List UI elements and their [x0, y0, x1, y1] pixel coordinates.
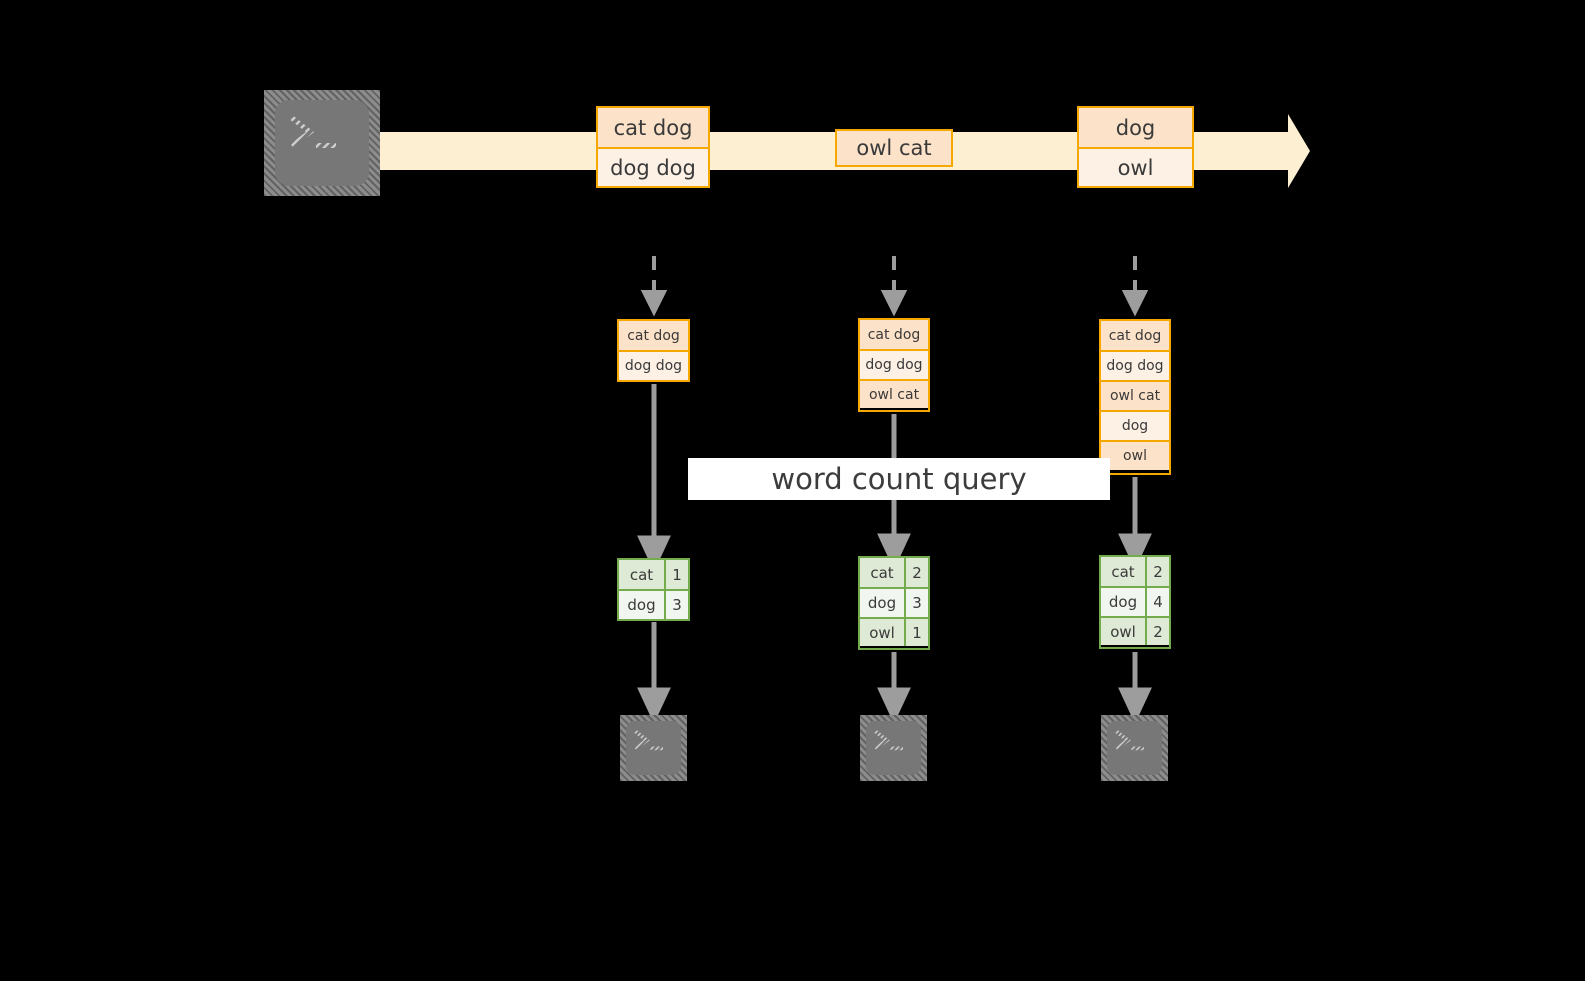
- stream-event-box: dog owl: [1077, 106, 1194, 188]
- stream-event-line: owl cat: [837, 131, 951, 165]
- table-row: cat 2: [1101, 557, 1169, 586]
- terminal-prompt-glyph: [634, 730, 663, 751]
- word-cell: dog: [619, 591, 664, 619]
- table-row: dog 3: [619, 589, 688, 619]
- log-snapshot-box: cat dog dog dog owl cat: [858, 318, 930, 412]
- table-row: cat 1: [619, 560, 688, 589]
- terminal-prompt-glyph: [874, 730, 903, 751]
- count-cell: 2: [1145, 618, 1169, 645]
- sink-terminal-icon: [860, 715, 927, 781]
- count-cell: 4: [1145, 588, 1169, 616]
- count-cell: 2: [904, 558, 928, 587]
- log-line: owl cat: [1101, 380, 1169, 410]
- source-terminal-icon: [264, 90, 380, 196]
- stream-event-box: cat dog dog dog: [596, 106, 710, 188]
- word-cell: cat: [1101, 557, 1145, 586]
- log-snapshot-box: cat dog dog dog owl cat dog owl: [1099, 319, 1171, 475]
- word-cell: cat: [619, 560, 664, 589]
- log-line: cat dog: [619, 321, 688, 350]
- stream-event-line: dog: [1079, 108, 1192, 147]
- word-cell: cat: [860, 558, 904, 587]
- log-line: owl: [1101, 440, 1169, 470]
- sink-terminal-icon: [620, 715, 687, 781]
- count-cell: 1: [664, 560, 688, 589]
- count-cell: 2: [1145, 557, 1169, 586]
- count-cell: 3: [904, 589, 928, 617]
- log-line: dog: [1101, 410, 1169, 440]
- word-count-table: cat 1 dog 3: [617, 558, 690, 621]
- log-line: dog dog: [1101, 350, 1169, 380]
- stream-event-line: dog dog: [598, 147, 708, 186]
- sink-terminal-icon: [1101, 715, 1168, 781]
- stream-event-line: owl: [1079, 147, 1192, 186]
- table-row: owl 1: [860, 617, 928, 646]
- log-snapshot-box: cat dog dog dog: [617, 319, 690, 382]
- log-line: dog dog: [860, 349, 928, 379]
- query-label: word count query: [688, 458, 1110, 500]
- word-count-table: cat 2 dog 3 owl 1: [858, 556, 930, 650]
- table-row: owl 2: [1101, 616, 1169, 645]
- word-cell: owl: [860, 619, 904, 646]
- log-line: cat dog: [860, 320, 928, 349]
- word-cell: owl: [1101, 618, 1145, 645]
- word-cell: dog: [1101, 588, 1145, 616]
- count-cell: 3: [664, 591, 688, 619]
- word-count-table: cat 2 dog 4 owl 2: [1099, 555, 1171, 649]
- terminal-prompt-glyph: [1115, 730, 1144, 751]
- log-line: dog dog: [619, 350, 688, 380]
- log-line: cat dog: [1101, 321, 1169, 350]
- table-row: cat 2: [860, 558, 928, 587]
- table-row: dog 3: [860, 587, 928, 617]
- terminal-prompt-glyph: [290, 116, 336, 148]
- stream-event-box: owl cat: [835, 129, 953, 167]
- count-cell: 1: [904, 619, 928, 646]
- stream-event-line: cat dog: [598, 108, 708, 147]
- word-cell: dog: [860, 589, 904, 617]
- log-line: owl cat: [860, 379, 928, 408]
- table-row: dog 4: [1101, 586, 1169, 616]
